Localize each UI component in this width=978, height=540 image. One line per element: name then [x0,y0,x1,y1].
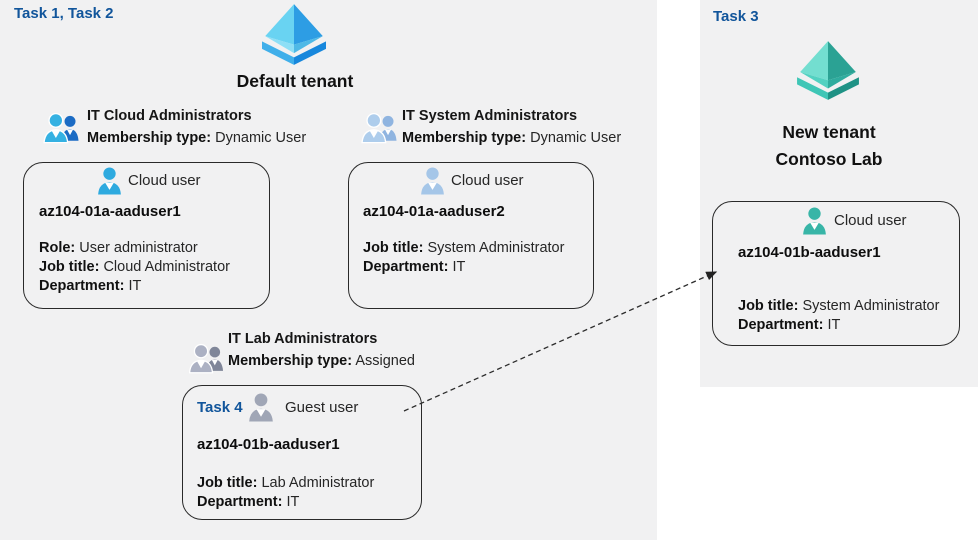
user-type-label: Cloud user [128,172,201,189]
membership-label: Membership type: [228,353,353,369]
user-fields: Role: User administrator Job title: Clou… [39,239,230,296]
field-value: System Administrator [427,240,565,256]
field-label: Department: [39,278,125,294]
field-label: Job title: [39,259,100,275]
cloud-user-icon [801,206,828,236]
task-4-label: Task 4 [197,399,243,416]
field-label: Department: [738,317,824,333]
membership-type-line: Membership type: Assigned [228,353,415,369]
field-line: Job title: System Administrator [738,297,939,316]
field-value: User administrator [79,240,198,256]
field-value: IT [128,278,142,294]
user-card-aaduser2: Cloud user az104-01a-aaduser2 Job title:… [348,162,594,309]
user-card-aaduser1: Cloud user az104-01a-aaduser1 Role: User… [23,162,270,309]
membership-value: Dynamic User [530,130,622,146]
username: az104-01b-aaduser1 [738,244,881,261]
group-name-it-cloud-administrators: IT Cloud Administrators [87,108,252,124]
field-label: Job title: [197,475,258,491]
new-tenant-user-card: Cloud user az104-01b-aaduser1 Job title:… [712,201,960,346]
user-type-label: Cloud user [451,172,524,189]
user-fields: Job title: Lab Administrator Department:… [197,474,374,512]
new-tenant-title-line1: New tenant [782,122,876,142]
default-tenant-panel: Task 1, Task 2 Default tenant IT Cloud A… [0,0,657,540]
azure-ad-icon-teal [795,40,861,102]
field-value: Cloud Administrator [103,259,230,275]
membership-type-line: Membership type: Dynamic User [87,130,306,146]
user-fields: Job title: System Administrator Departme… [363,239,564,277]
cloud-user-icon [96,166,123,196]
field-line: Job title: Lab Administrator [197,474,374,493]
membership-value: Dynamic User [215,130,307,146]
field-line: Role: User administrator [39,239,230,258]
task-1-2-label: Task 1, Task 2 [14,5,114,22]
username: az104-01a-aaduser1 [39,203,181,220]
username: az104-01b-aaduser1 [197,436,340,453]
field-label: Job title: [738,298,799,314]
field-value: IT [452,259,466,275]
group-people-icon-lab [188,342,226,375]
field-value: IT [286,494,300,510]
field-value: IT [827,317,841,333]
group-people-icon-system [360,111,400,145]
field-label: Role: [39,240,76,256]
field-line: Department: IT [363,258,564,277]
field-line: Job title: Cloud Administrator [39,258,230,277]
membership-type-line: Membership type: Dynamic User [402,130,621,146]
new-tenant-panel: Task 3 New tenant Contoso Lab Cloud user… [700,0,978,387]
group-people-icon-cloud [42,111,82,145]
task-3-label: Task 3 [713,8,759,25]
cloud-user-icon [419,166,446,196]
group-name-it-system-administrators: IT System Administrators [402,108,578,124]
field-value: System Administrator [802,298,940,314]
field-line: Department: IT [39,277,230,296]
guest-user-card: Task 4 Guest user az104-01b-aaduser1 Job… [182,385,422,520]
field-label: Department: [363,259,449,275]
membership-value: Assigned [355,353,415,369]
field-line: Department: IT [197,493,374,512]
membership-label: Membership type: [87,130,212,146]
guest-user-icon [247,392,275,423]
field-line: Department: IT [738,316,939,335]
new-tenant-title-line2: Contoso Lab [775,149,883,169]
default-tenant-title: Default tenant [236,71,354,91]
field-line: Job title: System Administrator [363,239,564,258]
field-label: Department: [197,494,283,510]
field-label: Job title: [363,240,424,256]
membership-label: Membership type: [402,130,527,146]
azure-ad-icon-blue [258,3,330,67]
field-value: Lab Administrator [261,475,375,491]
user-type-label: Guest user [285,399,359,416]
user-type-label: Cloud user [834,212,907,229]
username: az104-01a-aaduser2 [363,203,505,220]
user-fields: Job title: System Administrator Departme… [738,297,939,335]
group-name-it-lab-administrators: IT Lab Administrators [228,331,378,347]
